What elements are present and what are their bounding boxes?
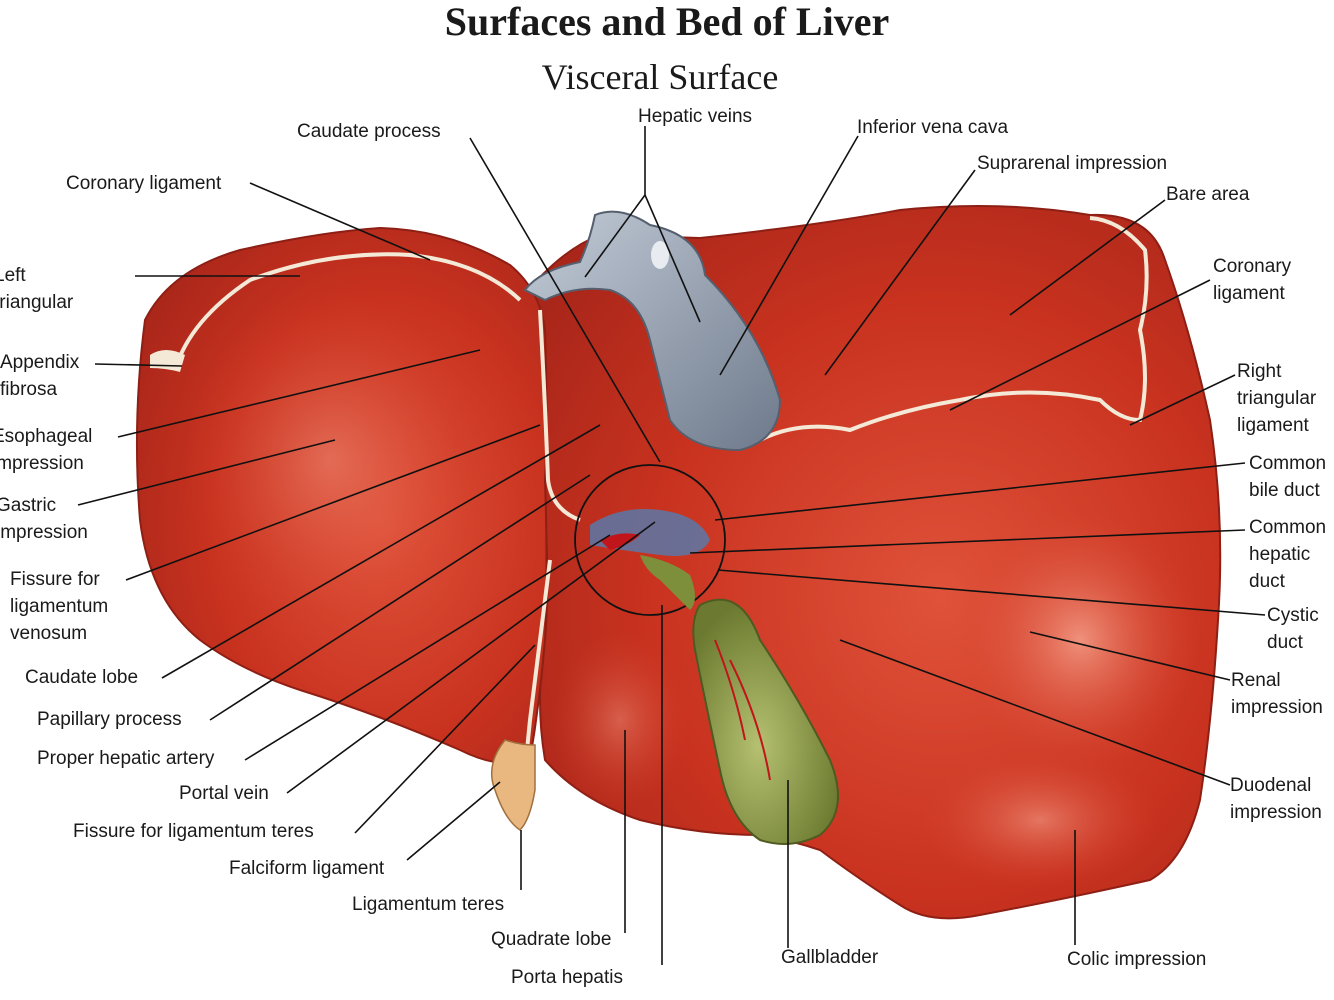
label-proper-hepatic-artery: Proper hepatic artery — [37, 748, 215, 769]
label-left-triangular: Left triangular — [0, 265, 74, 313]
label-esophageal-impression: Esophageal impression — [0, 426, 93, 474]
left-coronary-outline — [173, 252, 522, 371]
porta-hepatis-circle — [574, 464, 726, 616]
label-porta-hepatis: Porta hepatis — [511, 967, 623, 988]
label-portal-vein: Portal vein — [179, 783, 269, 804]
bare-area-outline — [759, 216, 1149, 442]
bile-ducts — [640, 555, 695, 610]
label-coronary-ligament-right: Coronary ligament — [1213, 256, 1292, 304]
label-coronary-ligament-left: Coronary ligament — [66, 173, 222, 194]
label-common-bile-duct: Common bile duct — [1249, 453, 1327, 501]
renal-impression-area — [960, 510, 1200, 770]
label-inferior-vena-cava: Inferior vena cava — [857, 117, 1009, 138]
fissure-ligamentum-venosum-line — [538, 309, 581, 522]
label-appendix-fibrosa: Appendix fibrosa — [0, 352, 80, 400]
colic-impression-area — [920, 750, 1160, 890]
label-common-hepatic-duct: Common hepatic duct — [1249, 517, 1327, 592]
label-colic-impression: Colic impression — [1067, 949, 1207, 970]
label-bare-area: Bare area — [1166, 184, 1250, 205]
label-quadrate-lobe: Quadrate lobe — [491, 929, 612, 950]
diagram-title: Surfaces and Bed of Liver — [444, 0, 890, 44]
label-cystic-duct: Cystic duct — [1267, 605, 1319, 653]
leader-lines — [77, 126, 1266, 965]
label-right-triangular-ligament: Right triangular ligament — [1237, 361, 1317, 436]
label-fissure-ligamentum-venosum: Fissure for ligamentum venosum — [10, 569, 109, 644]
label-renal-impression: Renal impression — [1231, 670, 1323, 718]
label-suprarenal-impression: Suprarenal impression — [977, 153, 1168, 174]
label-duodenal-impression: Duodenal impression — [1230, 775, 1322, 823]
label-caudate-process: Caudate process — [297, 121, 441, 142]
quadrate-lobe-area — [550, 630, 690, 810]
cystic-artery-branches — [714, 639, 771, 781]
hepatic-vein-opening — [651, 241, 669, 269]
label-gastric-impression: Gastric impression — [0, 495, 88, 543]
label-caudate-lobe: Caudate lobe — [25, 667, 139, 688]
hepatic-artery — [600, 533, 640, 550]
label-hepatic-veins: Hepatic veins — [638, 106, 753, 127]
diagram-subtitle: Visceral Surface — [541, 57, 779, 97]
label-gallbladder: Gallbladder — [781, 947, 879, 968]
label-ligamentum-teres: Ligamentum teres — [352, 894, 505, 915]
ligamentum-teres-shape — [490, 739, 536, 831]
label-fissure-ligamentum-teres: Fissure for ligamentum teres — [73, 821, 314, 842]
label-papillary-process: Papillary process — [37, 709, 182, 730]
label-falciform-ligament: Falciform ligament — [229, 858, 385, 879]
gastric-impression-area — [180, 290, 480, 630]
